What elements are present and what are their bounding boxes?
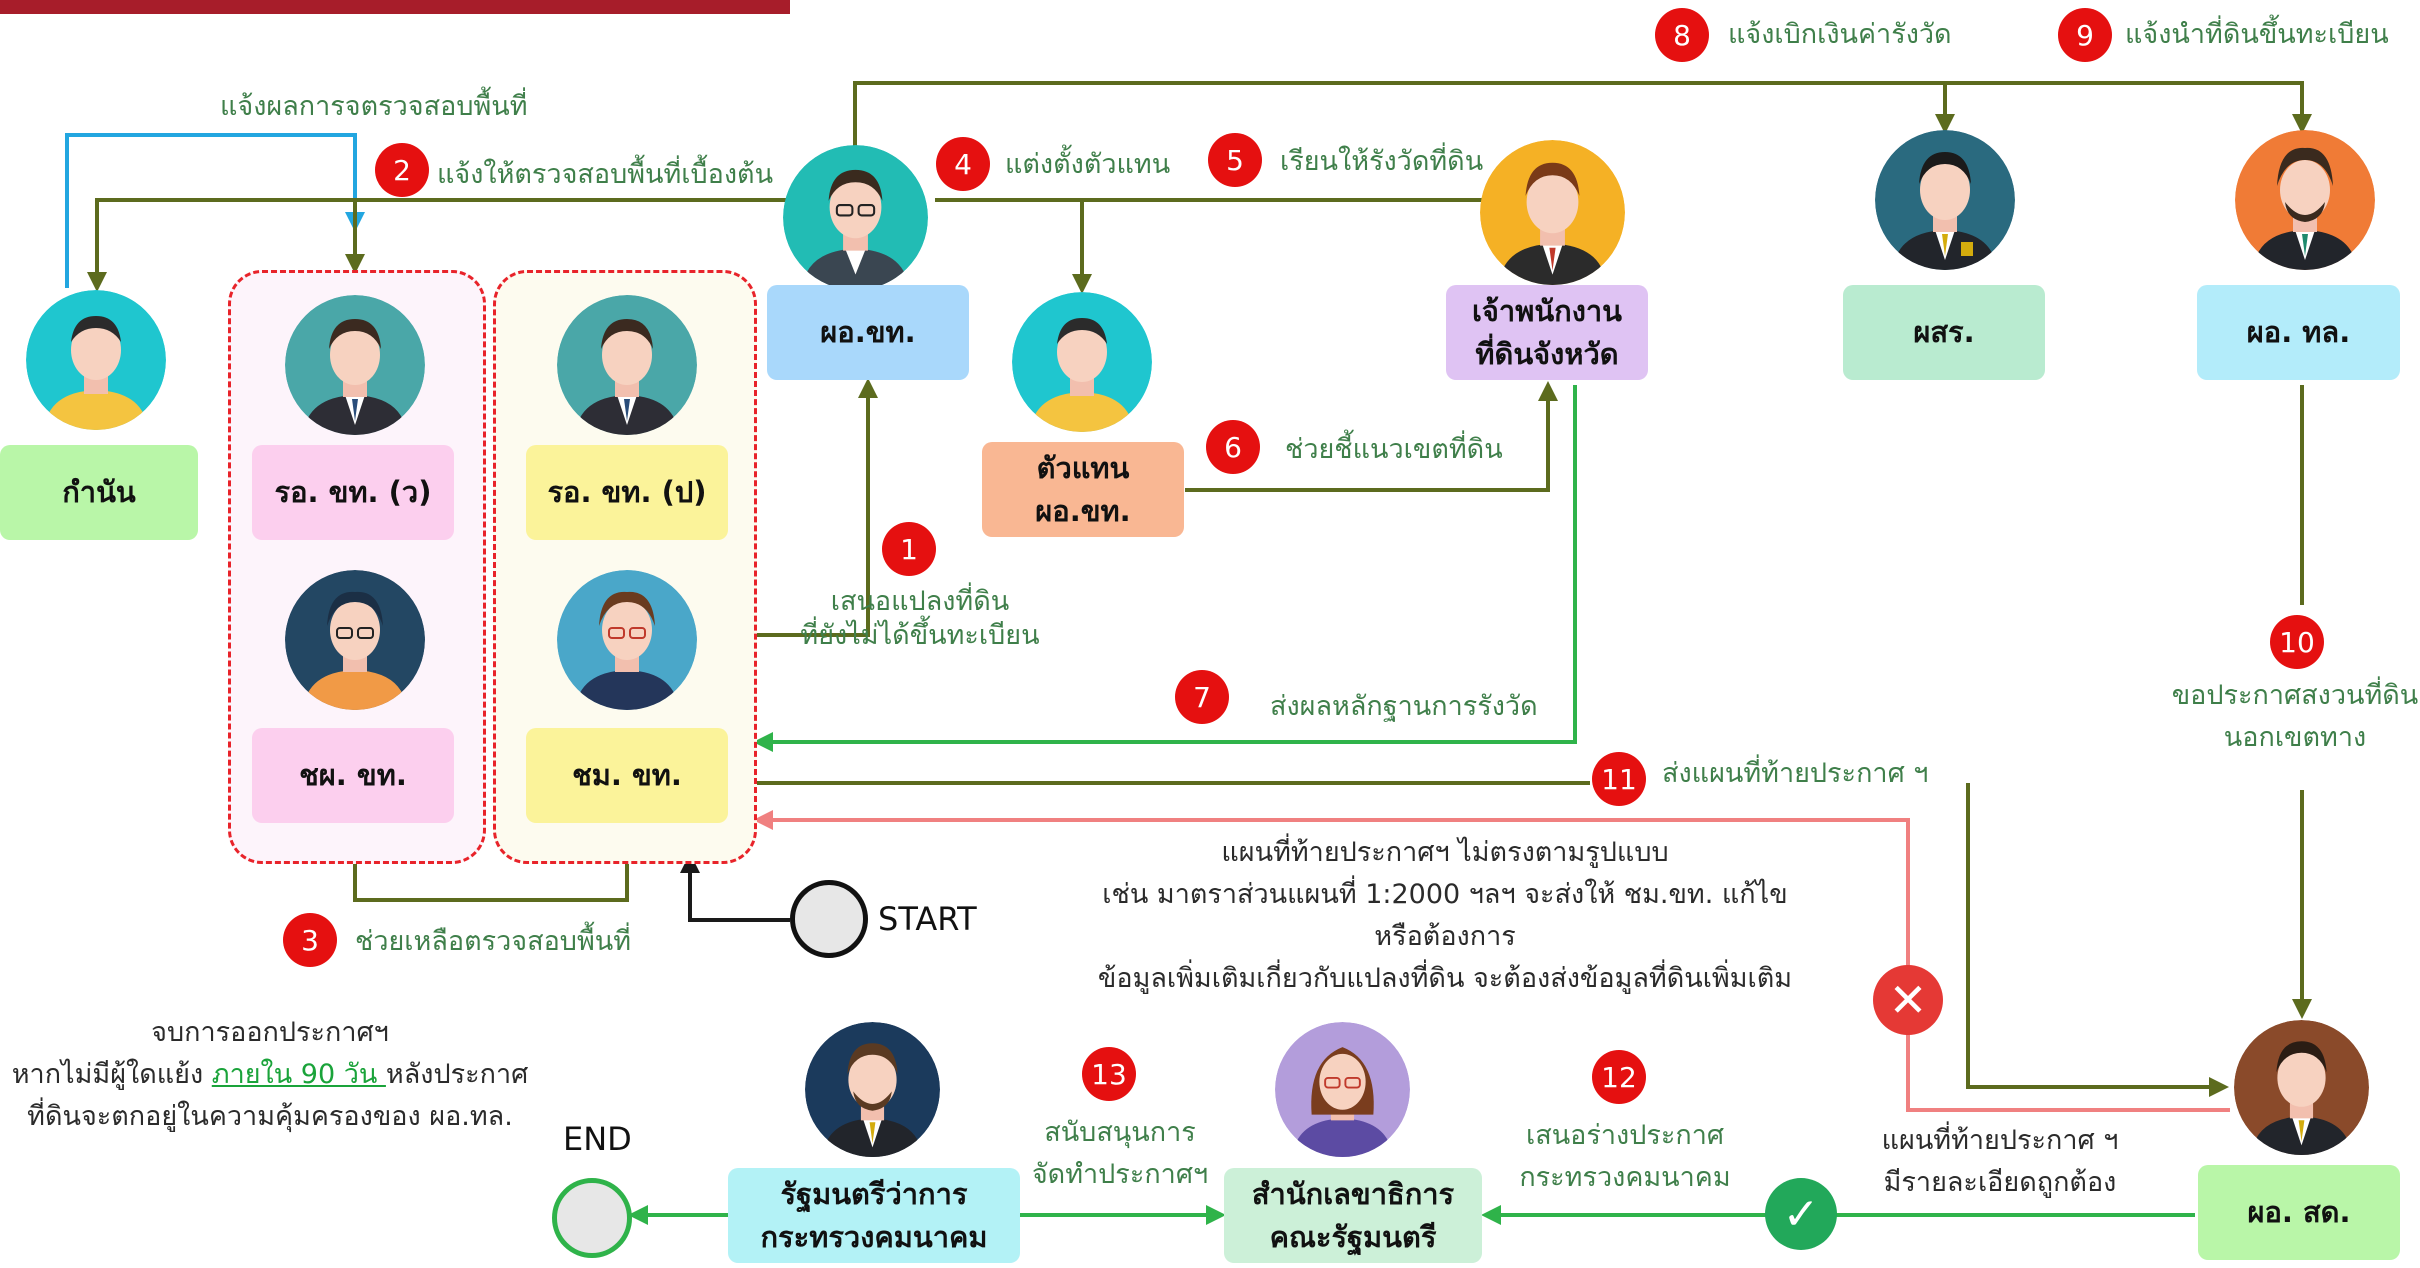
box-por-ko: ผอ.ขท. [767,285,969,380]
box-officer: เจ้าพนักงาน ที่ดินจังหวัด [1446,285,1648,380]
approve-icon: ✓ [1765,1178,1837,1250]
step-badge-12: 12 [1592,1050,1646,1104]
end-note: จบการออกประกาศฯ หากไม่มีผู้ใดแย้ง ภายใน … [0,1012,540,1138]
end-note-2c: หลังประกาศ [385,1058,529,1090]
report-result-label: แจ้งผลการจตรวจสอบพื้นที่ [220,91,528,122]
step-badge-6: 6 [1206,420,1260,474]
reject-note: แผนที่ท้ายประกาศฯ ไม่ตรงตามรูปแบบ เช่น ม… [1097,837,1793,994]
end-note-line-2: หากไม่มีผู้ใดแย้ง ภายใน 90 วัน หลังประกา… [0,1054,540,1096]
box-kamnan: กำนัน [0,445,198,540]
box-rep: ตัวแทน ผอ.ขท. [982,442,1184,537]
box-cabinet: สำนักเลขาธิการ คณะรัฐมนตรี [1224,1168,1482,1263]
avatar-kamnan [26,290,166,430]
avatar-minister [805,1022,940,1157]
end-note-line-3: ที่ดินจะตกอยู่ในความคุ้มครองของ ผอ.ทล. [27,1100,513,1132]
header-bar [0,0,790,14]
avatar-por-ko [783,145,928,290]
end-note-2a: หากไม่มีผู้ใดแย้ง [11,1058,212,1090]
step-badge-13: 13 [1082,1047,1136,1101]
step-label-13: สนับสนุนการ จัดทำประกาศฯ [1031,1117,1209,1190]
arrow-start [680,853,790,922]
step-badge-3: 3 [283,913,337,967]
box-ro-p: รอ. ขท. (ป) [526,445,728,540]
box-chm: ชม. ขท. [526,728,728,823]
avatar-por-sd [2234,1020,2369,1155]
reject-icon: ✕ [1873,965,1943,1035]
box-por-tl: ผอ. ทล. [2197,285,2400,380]
step-label-10: ขอประกาศสงวนที่ดิน นอกเขตทาง [2171,680,2419,753]
step-label-9: แจ้งนำที่ดินขึ้นทะเบียน [2125,19,2389,50]
end-note-line-1: จบการออกประกาศฯ [151,1017,389,1048]
box-chp: ชผ. ขท. [252,728,454,823]
box-ro-w: รอ. ขท. (ว) [252,445,454,540]
avatar-chp [285,570,425,710]
avatar-por-tl [2235,130,2375,270]
step-badge-8: 8 [1655,8,1709,62]
end-node [552,1178,632,1258]
step-badge-7: 7 [1175,670,1229,724]
box-por-sd: ผอ. สด. [2198,1165,2400,1260]
step-badge-4: 4 [936,137,990,191]
box-psr: ผสร. [1843,285,2045,380]
step-label-2: แจ้งให้ตรวจสอบพื้นที่เบื้องต้น [437,159,774,190]
step-label-12: เสนอร่างประกาศ กระทรวงคมนาคม [1519,1120,1731,1193]
end-label: END [563,1120,632,1158]
arrow-step-7 [753,385,1577,752]
avatar-rep [1012,292,1152,432]
step-badge-5: 5 [1208,133,1262,187]
arrow-step-3 [345,828,629,902]
arrow-step-8-9 [853,81,2312,150]
box-minister: รัฐมนตรีว่าการ กระทรวงคมนาคม [728,1168,1020,1263]
end-note-deadline: ภายใน 90 วัน [211,1058,386,1090]
step-label-3: ช่วยเหลือตรวจสอบพื้นที่ [355,926,631,957]
step-label-1: เสนอแปลงที่ดิน ที่ยังไม่ได้ขึ้นทะเบียน [800,586,1040,651]
step-label-6: ช่วยชี้แนวเขตที่ดิน [1285,434,1503,465]
step-label-7: ส่งผลหลักฐานการรังวัด [1270,691,1538,722]
avatar-psr [1875,130,2015,270]
step-label-4: แต่งตั้งตัวแทน [1005,149,1171,180]
arrow-report-result [65,133,365,288]
step-label-11: ส่งแผนที่ท้ายประกาศ ฯ [1662,758,1929,789]
arrow-step-2 [87,198,790,292]
start-label: START [878,900,977,938]
step-badge-2: 2 [375,143,429,197]
correct-map-label: แผนที่ท้ายประกาศ ฯ มีรายละเอียดถูกต้อง [1881,1125,2119,1198]
arrow-step-6 [1185,381,1558,492]
avatar-cabinet [1275,1022,1410,1157]
step-badge-1: 1 [882,522,936,576]
avatar-ro-w [285,295,425,435]
arrow-step-11b [1966,783,2229,1097]
step-label-5: เรียนให้รังวัดที่ดิน [1280,146,1484,177]
avatar-chm [557,570,697,710]
step-label-8: แจ้งเบิกเงินค่ารังวัด [1728,19,1952,50]
avatar-ro-p [557,295,697,435]
step-badge-9: 9 [2058,8,2112,62]
start-node [790,880,868,958]
avatar-officer [1480,140,1625,285]
step-badge-10: 10 [2270,615,2324,669]
step-badge-11: 11 [1592,752,1646,806]
